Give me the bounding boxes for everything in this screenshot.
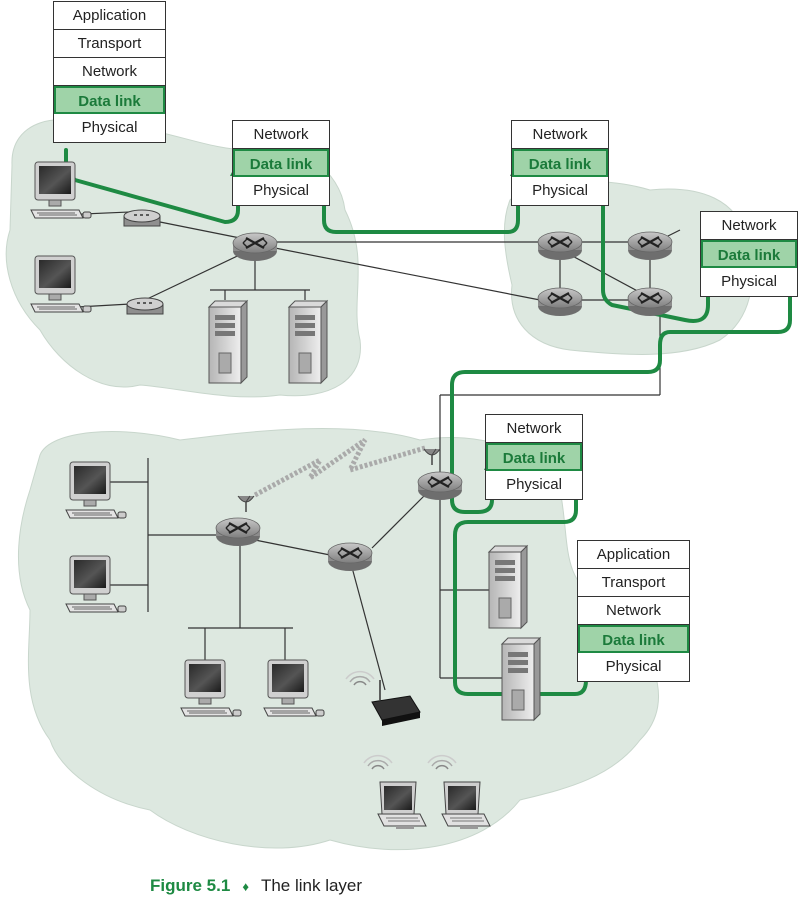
layer-network: Network <box>233 121 329 149</box>
protocol-stack-router-a: Network Data link Physical <box>232 120 330 206</box>
protocol-stack-router-b: Network Data link Physical <box>511 120 609 206</box>
layer-physical: Physical <box>506 476 562 493</box>
layer-application: Application <box>54 2 165 30</box>
protocol-stack-host-top-left: Application Transport Network Data link … <box>53 1 166 143</box>
wireless-link-icon <box>253 437 426 498</box>
caption-separator-icon: ♦ <box>242 879 249 894</box>
router-icon <box>536 230 584 262</box>
modem-icon <box>126 297 164 315</box>
figure-title: The link layer <box>260 876 363 895</box>
router-icon <box>536 286 584 318</box>
router-icon <box>626 230 674 262</box>
figure-caption: Figure 5.1 ♦ The link layer <box>150 876 362 896</box>
router-icon <box>626 286 674 318</box>
layer-application: Application <box>578 541 689 569</box>
layer-network: Network <box>578 597 689 625</box>
layer-network: Network <box>701 212 797 240</box>
server-icon <box>208 300 248 384</box>
layer-physical: Physical <box>532 182 588 199</box>
network-cloud-bottom <box>17 427 659 851</box>
router-icon <box>231 231 279 263</box>
modem-icon <box>123 209 161 227</box>
server-icon <box>501 637 541 721</box>
layer-physical: Physical <box>81 119 138 136</box>
layer-physical: Physical <box>253 182 309 199</box>
layer-transport: Transport <box>54 30 165 58</box>
server-icon <box>288 300 328 384</box>
figure-number: Figure 5.1 <box>150 876 231 895</box>
layer-data-link: Data link <box>512 149 608 177</box>
layer-transport: Transport <box>578 569 689 597</box>
layer-data-link: Data link <box>233 149 329 177</box>
layer-data-link: Data link <box>578 625 689 653</box>
layer-data-link: Data link <box>54 86 165 114</box>
router-icon <box>214 516 262 548</box>
layer-physical: Physical <box>721 273 777 290</box>
layer-data-link: Data link <box>701 240 797 268</box>
protocol-stack-router-d: Network Data link Physical <box>485 414 583 500</box>
server-icon <box>488 545 528 629</box>
protocol-stack-host-bottom-right: Application Transport Network Data link … <box>577 540 690 682</box>
access-point-icon <box>371 680 421 726</box>
protocol-stack-router-c: Network Data link Physical <box>700 211 798 297</box>
router-icon <box>416 470 464 502</box>
layer-physical: Physical <box>605 658 662 675</box>
layer-network: Network <box>54 58 165 86</box>
router-icon <box>326 541 374 573</box>
layer-network: Network <box>512 121 608 149</box>
layer-network: Network <box>486 415 582 443</box>
layer-data-link: Data link <box>486 443 582 471</box>
